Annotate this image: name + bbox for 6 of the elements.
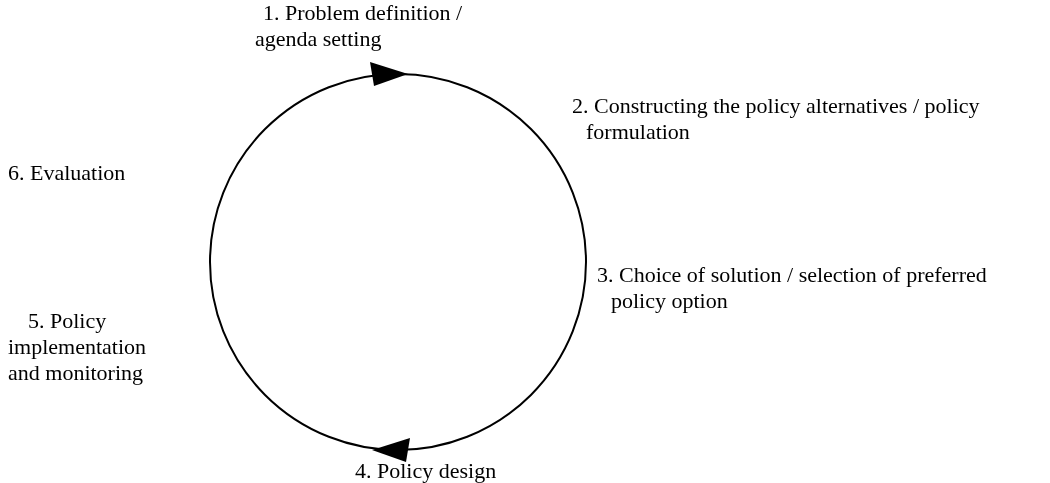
stage-label: 6. Evaluation (8, 160, 127, 186)
stage-label: 1. Problem definition / agenda setting (255, 0, 464, 52)
stage-label: 3. Choice of solution / selection of preferred policy option (597, 262, 988, 314)
stage-label: 5. Policy implementation and monitoring (8, 308, 148, 386)
stage-label: 4. Policy design (355, 458, 498, 483)
stage-label: 2. Constructing the policy alternatives / policy formulation (572, 93, 981, 145)
